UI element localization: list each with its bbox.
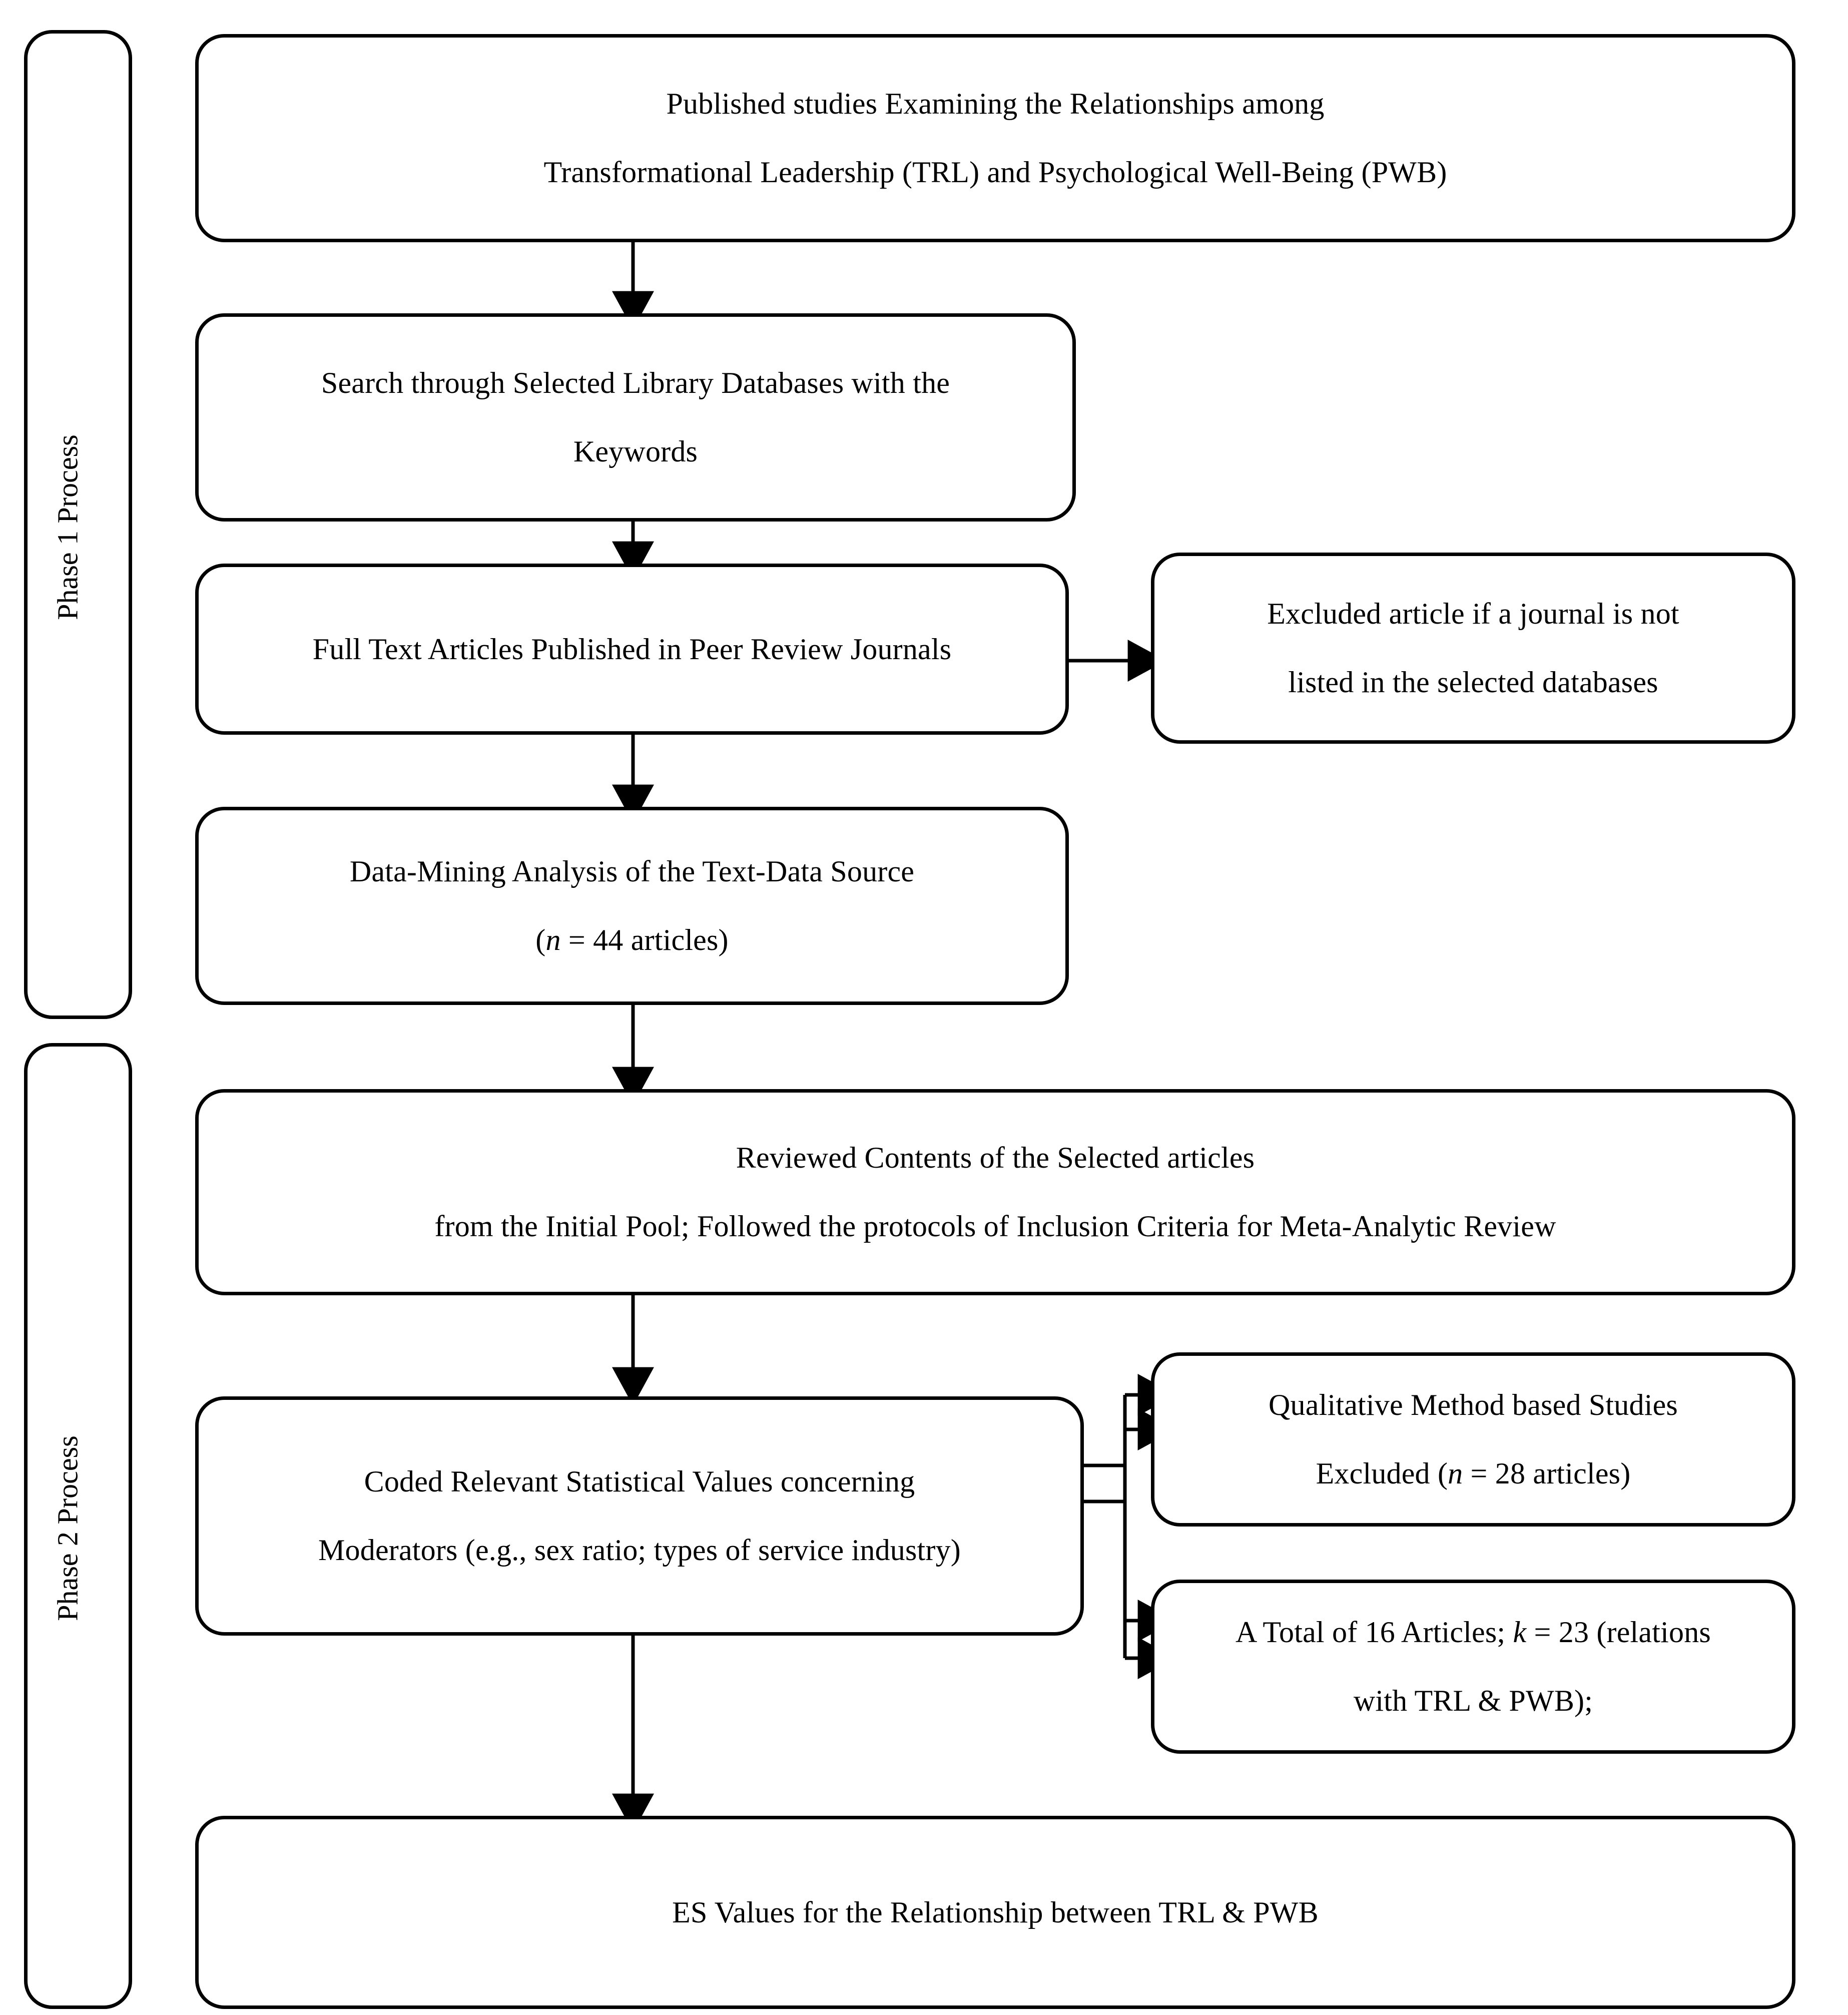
node-full-text-articles: Full Text Articles Published in Peer Rev… <box>195 564 1069 735</box>
node-data-mining-line2-pre: ( <box>535 923 546 956</box>
node-total-articles-line1-pre: A Total of 16 Articles; <box>1236 1616 1513 1649</box>
node-published-studies-line2: Transformational Leadership (TRL) and Ps… <box>543 156 1447 189</box>
node-es-values-line1: ES Values for the Relationship between T… <box>672 1895 1319 1929</box>
node-data-mining-line2-post: = 44 articles) <box>560 923 729 956</box>
node-published-studies-line1: Published studies Examining the Relation… <box>666 87 1325 121</box>
node-reviewed-contents-line1: Reviewed Contents of the Selected articl… <box>736 1141 1255 1175</box>
node-excluded-journal: Excluded article if a journal is not lis… <box>1151 553 1795 744</box>
node-data-mining: Data-Mining Analysis of the Text-Data So… <box>195 807 1069 1005</box>
node-data-mining-line2-italic: n <box>545 923 561 956</box>
connector-coded-branch-bus <box>1084 1395 1127 1658</box>
node-total-articles-line1: A Total of 16 Articles; k = 23 (relation… <box>1174 1615 1772 1650</box>
node-total-articles-line1-post: = 23 (relations <box>1526 1616 1711 1649</box>
node-qualitative-excluded-line2-post: = 28 articles) <box>1463 1457 1631 1490</box>
node-qualitative-excluded-line2: Excluded (n = 28 articles) <box>1174 1456 1772 1491</box>
node-coded-values-line1: Coded Relevant Statistical Values concer… <box>364 1465 915 1498</box>
node-published-studies: Published studies Examining the Relation… <box>195 34 1795 242</box>
node-coded-values: Coded Relevant Statistical Values concer… <box>195 1396 1084 1636</box>
node-qualitative-excluded-line2-italic: n <box>1448 1457 1463 1490</box>
node-qualitative-excluded: Qualitative Method based Studies Exclude… <box>1151 1352 1795 1527</box>
node-reviewed-contents: Reviewed Contents of the Selected articl… <box>195 1089 1795 1295</box>
node-full-text-articles-line1: Full Text Articles Published in Peer Rev… <box>312 632 952 666</box>
node-excluded-journal-line1: Excluded article if a journal is not <box>1267 597 1679 631</box>
node-total-articles: A Total of 16 Articles; k = 23 (relation… <box>1151 1580 1795 1754</box>
phase-bracket-phase2 <box>24 1043 132 2009</box>
node-total-articles-line2: with TRL & PWB); <box>1353 1684 1593 1717</box>
node-search-databases: Search through Selected Library Database… <box>195 313 1076 522</box>
phase-label-phase2: Phase 2 Process <box>51 1435 84 1621</box>
node-data-mining-line1: Data-Mining Analysis of the Text-Data So… <box>349 855 915 888</box>
node-reviewed-contents-line2: from the Initial Pool; Followed the prot… <box>434 1210 1556 1243</box>
node-total-articles-line1-italic: k <box>1513 1616 1527 1649</box>
phase-bracket-phase1 <box>24 30 132 1019</box>
node-coded-values-line2: Moderators (e.g., sex ratio; types of se… <box>318 1534 961 1567</box>
node-data-mining-line2: (n = 44 articles) <box>219 922 1045 958</box>
node-qualitative-excluded-line1: Qualitative Method based Studies <box>1269 1388 1678 1422</box>
node-search-databases-line2: Keywords <box>573 435 698 468</box>
node-es-values: ES Values for the Relationship between T… <box>195 1816 1795 2009</box>
node-search-databases-line1: Search through Selected Library Database… <box>321 366 950 400</box>
node-qualitative-excluded-line2-pre: Excluded ( <box>1316 1457 1448 1490</box>
node-excluded-journal-line2: listed in the selected databases <box>1288 666 1658 699</box>
phase-label-phase1: Phase 1 Process <box>51 434 84 620</box>
